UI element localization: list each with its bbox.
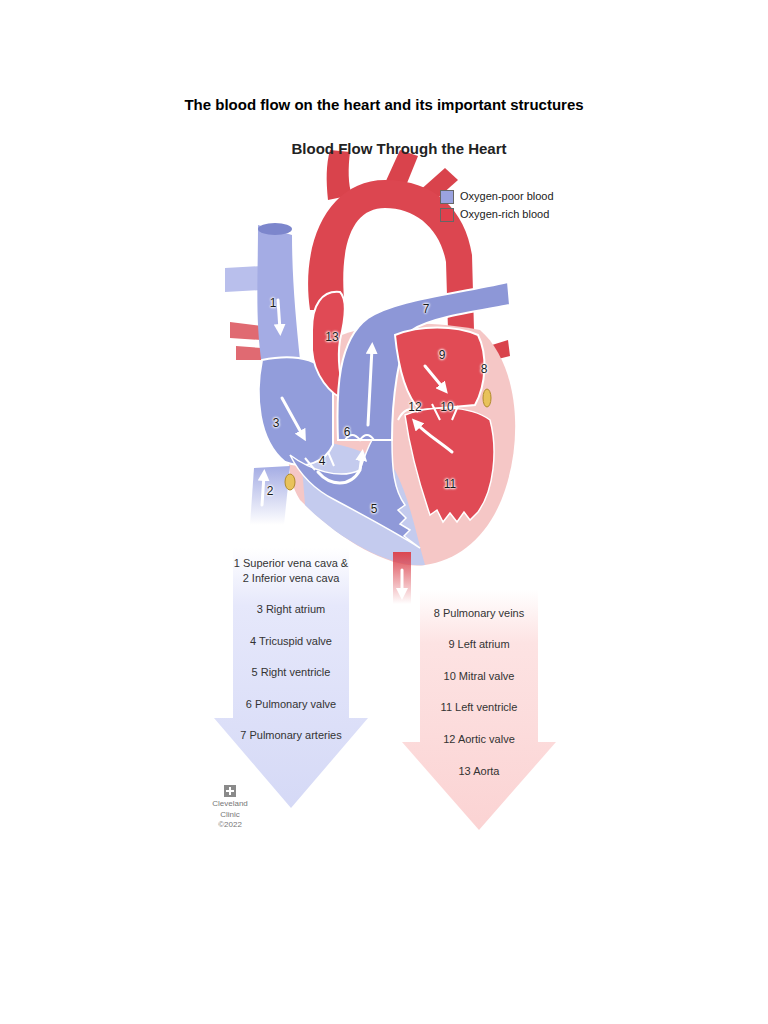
list-item: 11 Left ventricle [404,700,554,715]
list-item: 13 Aorta [404,764,554,779]
band-arrow-shape [214,548,368,810]
tricuspid-valve [305,452,334,470]
callout-number: 1 [270,296,277,310]
callout-number: 9 [439,348,446,362]
right-ventricle [290,440,420,548]
legend-swatch [440,190,454,204]
credit-text: Cleveland Clinic ©2022 [208,799,252,831]
pulmonary-vein [236,346,262,360]
inferior-vena-cava [250,466,290,525]
logo-cross [226,787,234,795]
logo-mark [224,785,236,797]
legend-item: Oxygen-rich blood [440,208,580,222]
list-item: 4 Tricuspid valve [216,634,366,649]
flow-arrow [368,242,400,262]
list-item: 9 Left atrium [404,637,554,652]
callout-number: 7 [423,302,430,316]
callout-number: 4 [319,454,326,468]
pulmonary-vein [230,322,262,340]
flow-arrow [262,475,264,505]
callout-number: 2 [267,484,274,498]
page-title: The blood flow on the heart and its impo… [0,95,768,115]
flow-band-arrow: 1 Superior vena cava & 2 Inferior vena c… [214,548,368,810]
list-item: 10 Mitral valve [404,669,554,684]
flow-arrow [416,423,452,452]
list-item: 1 Superior vena cava & 2 Inferior vena c… [232,556,351,586]
legend-text: Oxygen-rich blood [460,207,549,221]
list-item: 12 Aortic valve [404,732,554,747]
superior-vena-cava [257,225,300,365]
legend-item: Oxygen-poor blood [440,190,580,204]
callout-number: 11 [444,477,456,491]
band-arrow-outline [402,590,556,830]
list-item: 7 Pulmonary arteries [216,728,366,743]
node-tissue [285,474,295,490]
node-tissue [483,389,491,407]
flow-arrow [368,348,372,425]
vessel-opening [258,223,292,235]
flow-band-arrow: 8 Pulmonary veins 9 Left atrium 10 Mitral … [402,590,556,832]
callout-number: 13 [325,330,338,344]
left-ventricle [405,408,494,522]
list-item: 8 Pulmonary veins [404,606,554,621]
flow-arrows [262,242,452,594]
callout-number: 3 [273,416,280,430]
flow-arrow [278,300,280,330]
flow-arrow [425,366,444,389]
flow-arrow [318,455,362,483]
legend-swatch [440,208,454,222]
list-item: 3 Right atrium [216,602,366,617]
flow-arrow [401,570,404,594]
list-item: 6 Pulmonary valve [216,697,366,712]
figure-heading: Blood Flow Through the Heart [292,140,507,158]
callout-number: 8 [481,362,488,376]
flow-arrow [282,398,303,436]
list-item: 5 Right ventricle [216,665,366,680]
callout-number: 10 [440,400,453,414]
callout-number: 12 [408,400,421,414]
legend-text: Oxygen-poor blood [460,189,554,203]
band-arrow-outline [214,548,368,808]
descending-aorta [393,552,411,604]
left-atrium [395,328,484,411]
callout-number: 6 [344,425,351,439]
callout-number: 5 [371,502,378,516]
brachiocephalic-vein [225,266,262,292]
